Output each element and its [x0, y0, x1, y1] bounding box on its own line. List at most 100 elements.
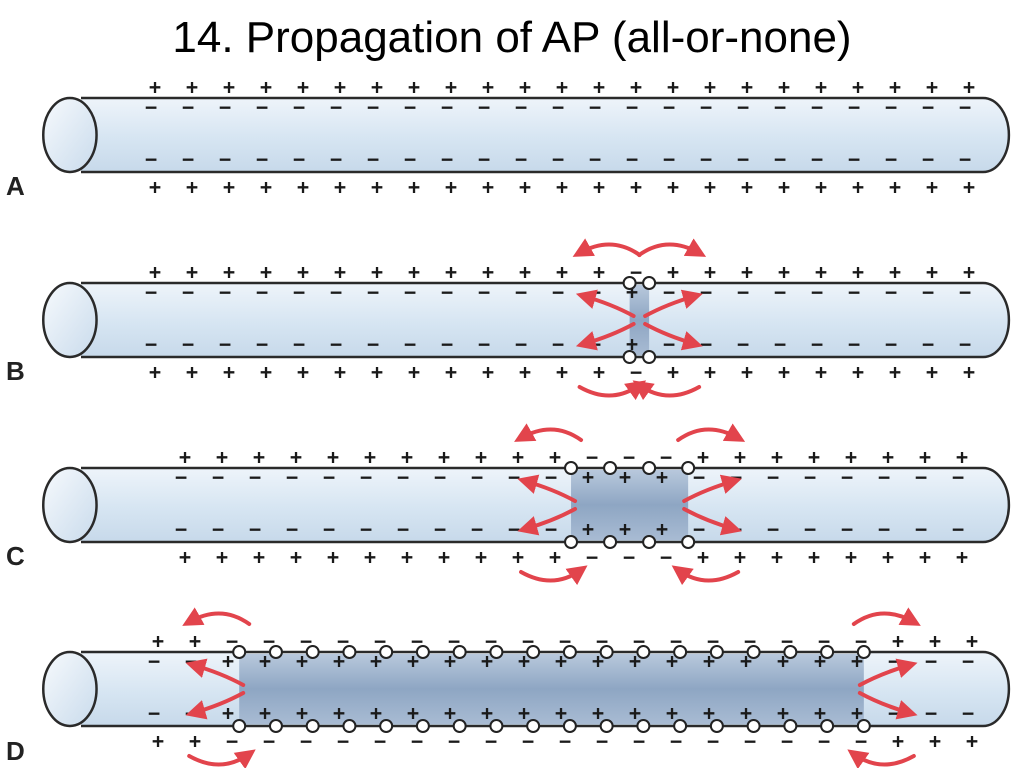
outside-charge: + — [889, 260, 901, 284]
outside-charge: − — [411, 729, 423, 753]
inside-charge: + — [444, 649, 456, 673]
inside-charge: − — [730, 465, 742, 489]
outside-charge: + — [327, 445, 339, 469]
inside-charge: − — [256, 95, 268, 119]
inside-charge: − — [286, 465, 298, 489]
inside-charge: − — [256, 332, 268, 356]
outside-charge: + — [334, 75, 346, 99]
current-arrow — [643, 289, 703, 318]
inside-charge: − — [293, 147, 305, 171]
outside-charge: + — [482, 260, 494, 284]
outside-charge: + — [741, 260, 753, 284]
inside-charge: − — [952, 465, 964, 489]
outside-charge: + — [697, 545, 709, 569]
inside-charge: − — [293, 280, 305, 304]
outside-charge: − — [485, 729, 497, 753]
outside-charge: + — [445, 360, 457, 384]
inside-charge: − — [737, 332, 749, 356]
inside-charge: + — [333, 701, 345, 725]
inside-charge: + — [481, 701, 493, 725]
inside-charge: − — [700, 147, 712, 171]
outside-charge: + — [327, 545, 339, 569]
inside-charge: + — [814, 701, 826, 725]
inside-charge: − — [212, 517, 224, 541]
open-channel — [452, 719, 467, 733]
outside-charge: − — [586, 545, 598, 569]
open-channel — [820, 719, 835, 733]
inside-charge: − — [219, 95, 231, 119]
panel-label: C — [6, 541, 25, 571]
open-channel — [415, 645, 430, 659]
inside-charge: − — [589, 332, 601, 356]
current-arrow — [857, 658, 918, 687]
outside-charge: + — [438, 545, 450, 569]
open-channel — [599, 645, 614, 659]
open-channel — [783, 719, 798, 733]
inside-charge: − — [367, 95, 379, 119]
open-channel — [379, 645, 394, 659]
outside-charge: + — [475, 545, 487, 569]
outside-charge: + — [364, 445, 376, 469]
current-arrow — [676, 423, 746, 442]
outside-charge: + — [364, 545, 376, 569]
open-channel — [709, 719, 724, 733]
outside-charge: − — [586, 445, 598, 469]
inside-charge: − — [330, 95, 342, 119]
depolarized-zone — [239, 654, 864, 724]
inside-charge: + — [851, 701, 863, 725]
open-channel — [603, 535, 618, 549]
inside-charge: − — [925, 701, 937, 725]
panel-label: D — [6, 736, 25, 766]
open-channel — [622, 350, 637, 364]
outside-charge: + — [734, 545, 746, 569]
panel-a: ++−−++−−++−−++−−++−−++−−++−−++−−++−−++−−… — [6, 75, 1011, 201]
outside-charge: + — [189, 729, 201, 753]
inside-charge: − — [441, 332, 453, 356]
inside-charge: + — [518, 701, 530, 725]
outside-charge: + — [956, 445, 968, 469]
outside-charge: + — [556, 175, 568, 199]
outside-charge: − — [630, 360, 642, 384]
current-arrow — [671, 565, 741, 586]
open-channel — [746, 719, 761, 733]
open-channel — [526, 645, 541, 659]
inside-charge: − — [885, 95, 897, 119]
inside-charge: − — [323, 465, 335, 489]
outside-charge: + — [149, 75, 161, 99]
inside-charge: − — [434, 517, 446, 541]
inside-charge: − — [441, 280, 453, 304]
outside-charge: + — [778, 360, 790, 384]
outside-charge: + — [926, 360, 938, 384]
outside-charge: + — [852, 260, 864, 284]
open-channel — [305, 719, 320, 733]
inside-charge: − — [922, 280, 934, 304]
outside-charge: + — [815, 360, 827, 384]
current-arrow — [847, 749, 916, 768]
current-arrow — [643, 322, 703, 351]
outside-charge: + — [445, 175, 457, 199]
inside-charge: − — [737, 280, 749, 304]
outside-charge: + — [892, 729, 904, 753]
outside-charge: + — [697, 445, 709, 469]
outside-charge: + — [482, 175, 494, 199]
outside-charge: − — [818, 729, 830, 753]
outside-charge: + — [482, 75, 494, 99]
outside-charge: + — [704, 360, 716, 384]
inside-charge: + — [222, 701, 234, 725]
inside-charge: + — [777, 701, 789, 725]
inside-charge: − — [330, 147, 342, 171]
open-channel — [820, 645, 835, 659]
axon-cross-section — [42, 281, 98, 359]
axon-end-cap — [982, 466, 1011, 544]
open-channel — [673, 719, 688, 733]
inside-charge: − — [145, 332, 157, 356]
inside-charge: + — [656, 465, 668, 489]
outside-charge: − — [623, 545, 635, 569]
outside-charge: + — [556, 360, 568, 384]
outside-charge: + — [815, 175, 827, 199]
inside-charge: + — [740, 701, 752, 725]
inside-charge: − — [700, 280, 712, 304]
inside-charge: − — [700, 332, 712, 356]
open-channel — [232, 645, 247, 659]
inside-charge: − — [185, 649, 197, 673]
